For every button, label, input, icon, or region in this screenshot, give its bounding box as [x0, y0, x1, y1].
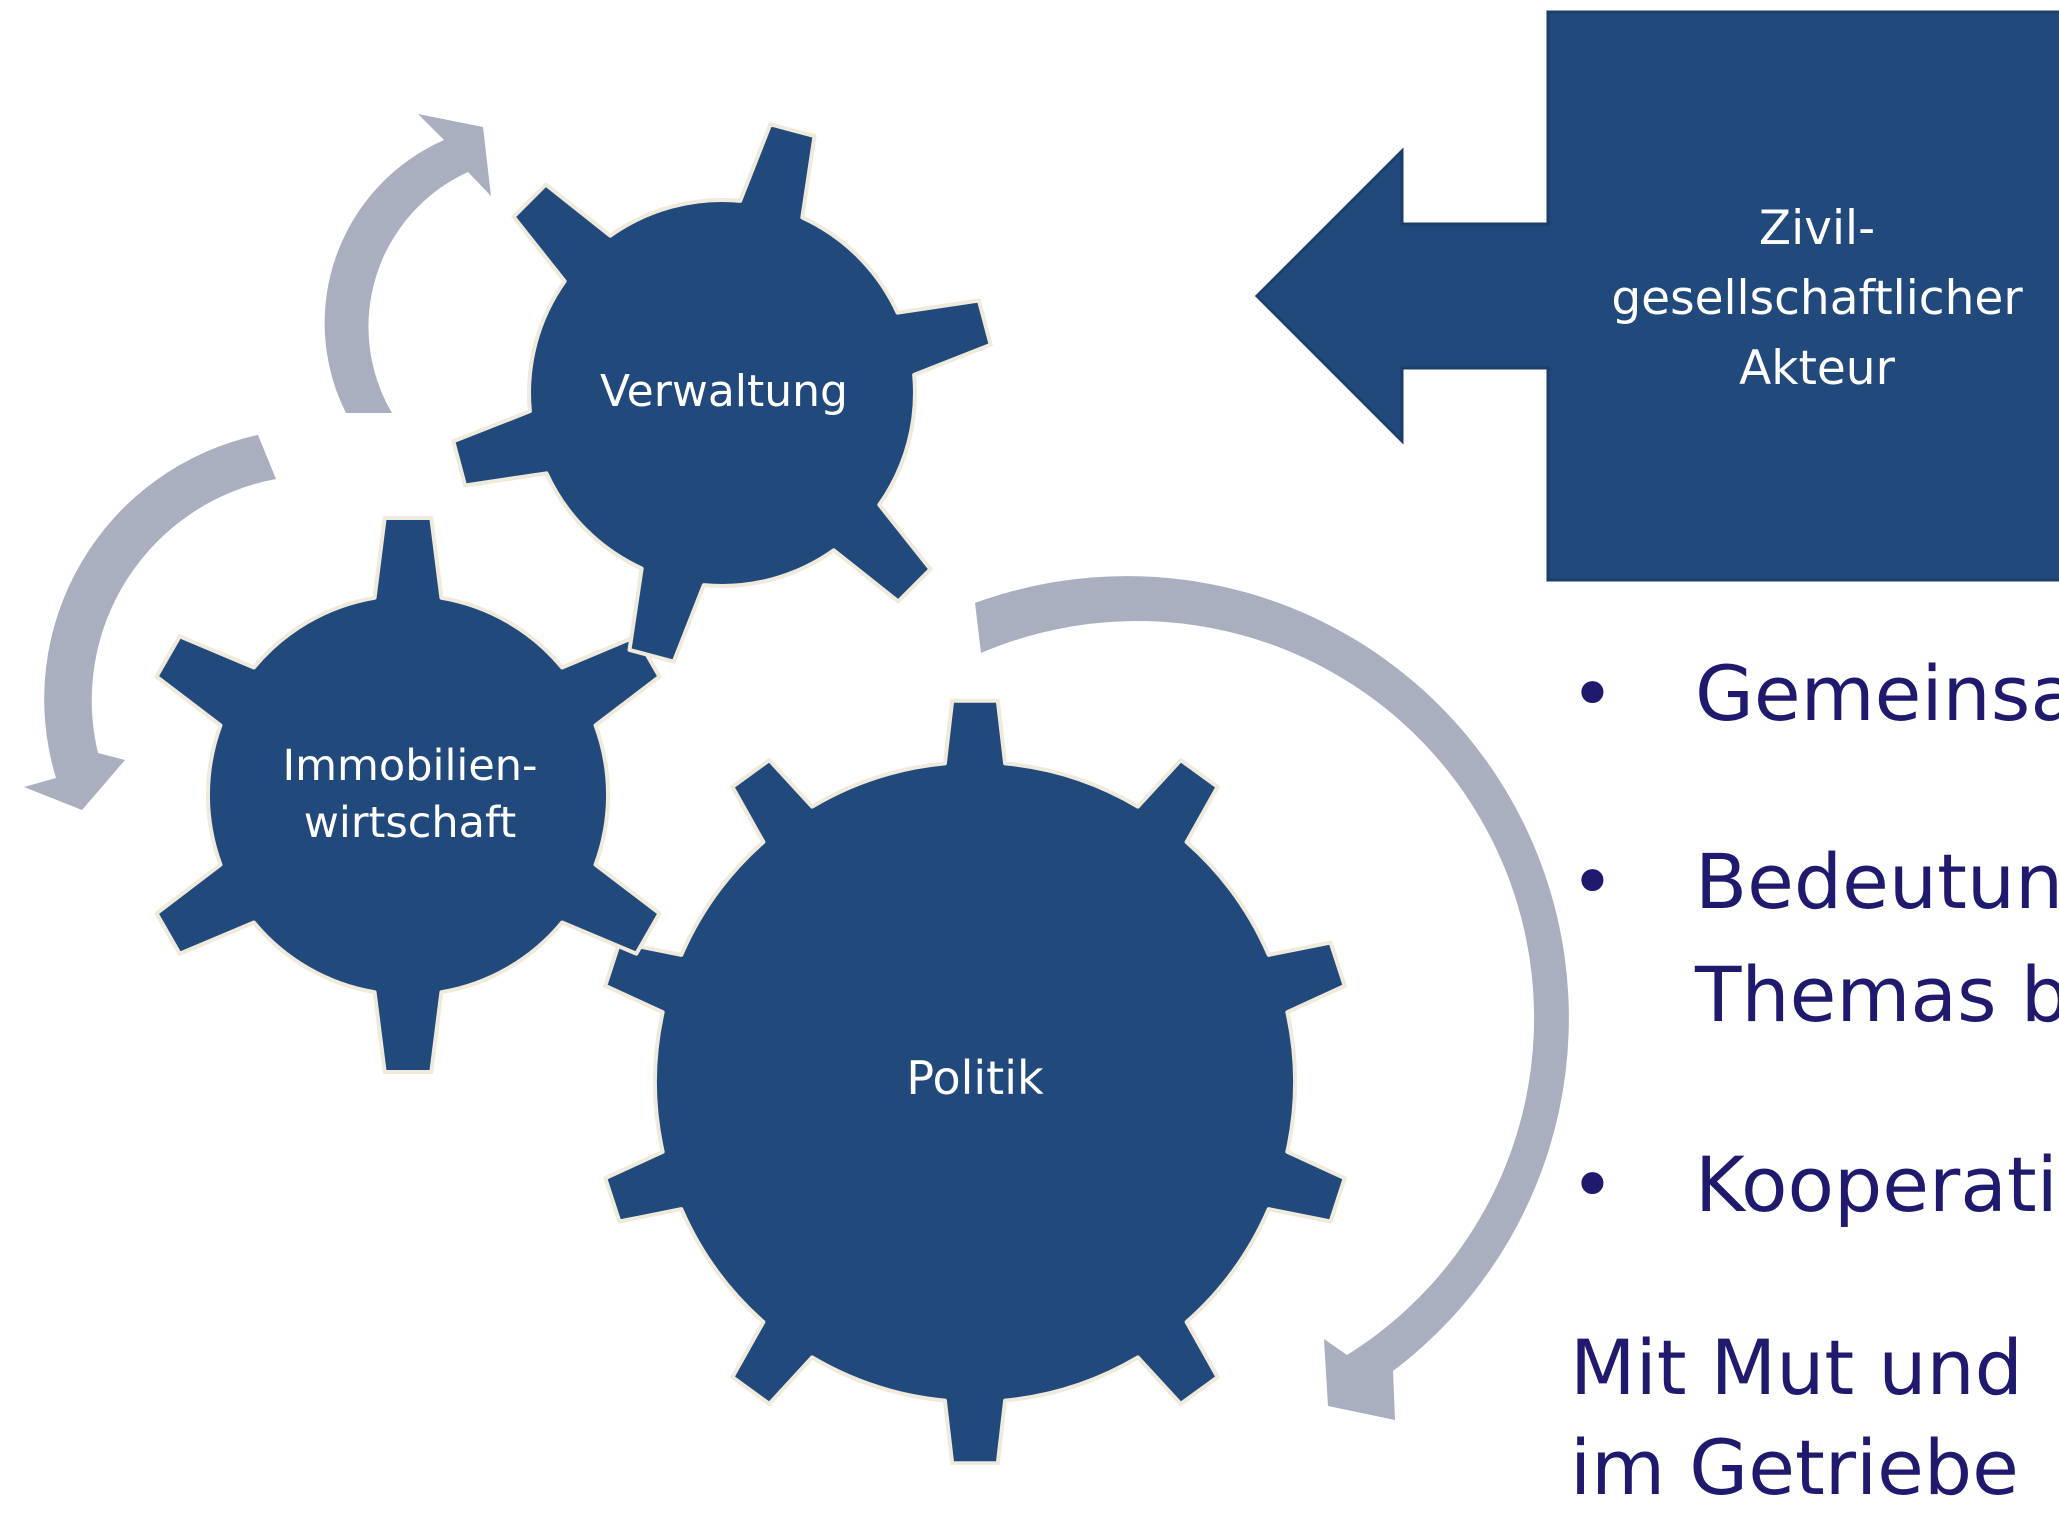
gear-verwaltung: Verwaltung: [451, 122, 993, 664]
gear-label-immobilien-line1: Immobilien-: [282, 741, 537, 791]
actor-label-line1: Zivil-: [1759, 201, 1875, 256]
gears-diagram: Politik Immobilien- wirtschaft Verwaltun…: [24, 10, 2059, 1465]
bullet-text: Kooperati: [1695, 1140, 2058, 1229]
cycle-arrows: [24, 114, 1569, 1420]
arrow-top-left: [324, 114, 491, 413]
bullet-marker: •: [1570, 649, 1615, 738]
actor-label-line2: gesellschaftlicher: [1611, 271, 2023, 326]
actor-label-line3: Akteur: [1739, 341, 1896, 396]
bullet-marker: •: [1570, 837, 1615, 926]
arrow-left: [24, 435, 276, 810]
gear-immobilienwirtschaft-shape: [154, 516, 662, 1074]
actor-callout: Zivil- gesellschaftlicher Akteur: [1254, 10, 2059, 582]
closing-text-line2: im Getriebe: [1570, 1423, 2019, 1512]
bullet-marker: •: [1570, 1140, 1615, 1229]
gear-label-verwaltung: Verwaltung: [600, 366, 848, 417]
bullet-text-line1: Bedeutun: [1695, 837, 2059, 926]
bullet-text: Gemeinsa: [1695, 649, 2059, 738]
gear-label-immobilien-line2: wirtschaft: [304, 798, 517, 848]
gear-politik: Politik: [603, 698, 1347, 1465]
gear-immobilienwirtschaft: Immobilien- wirtschaft: [154, 516, 662, 1074]
gear-verwaltung-shape: [451, 122, 993, 664]
actor-arrow-shape: [1254, 10, 2059, 582]
gear-politik-shape: [603, 698, 1347, 1465]
gear-label-politik: Politik: [906, 1051, 1044, 1105]
bullet-text-line2: Themas b: [1695, 950, 2059, 1039]
closing-text-line1: Mit Mut und: [1570, 1323, 2023, 1412]
